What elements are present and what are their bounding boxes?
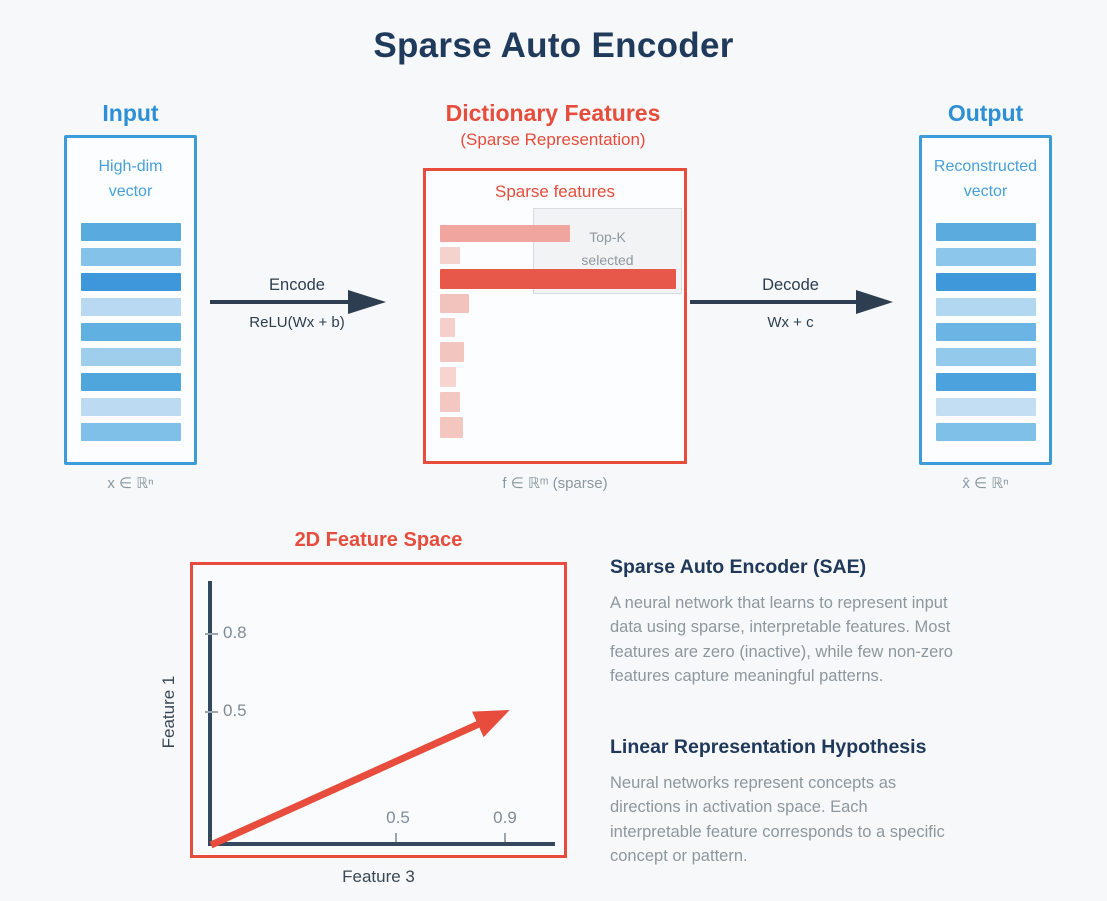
dictionary-header: Dictionary Features: [445, 100, 661, 126]
vector-bar: [936, 323, 1036, 341]
y-tick-label-0.8: 0.8: [223, 623, 247, 642]
feature-activation-bar: [440, 342, 464, 362]
dictionary-formula: f ∈ ℝᵐ (sparse): [502, 475, 608, 492]
vector-bar: [936, 248, 1036, 266]
input-vector-box: High-dim vector: [64, 135, 197, 465]
encode-formula: ReLU(Wx + b): [249, 314, 345, 331]
vector-bar: [81, 298, 181, 316]
feature-space-y-label: Feature 1: [159, 675, 178, 749]
vector-bar: [81, 398, 181, 416]
encode-arrow-icon: [210, 290, 386, 314]
vector-bar: [81, 348, 181, 366]
input-formula: x ∈ ℝⁿ: [107, 475, 154, 492]
input-header: Input: [102, 100, 159, 126]
feature-space-plot: 0.8 0.5 0.5 0.9: [190, 562, 567, 858]
vector-bar: [81, 423, 181, 441]
output-bars: [936, 223, 1036, 441]
sparse-features-title: Sparse features: [494, 182, 615, 201]
feature-space-axes-and-vector: [205, 581, 555, 849]
feature-activation-bar: [440, 269, 676, 289]
feature-space-title: 2D Feature Space: [294, 529, 463, 551]
vector-bar: [81, 323, 181, 341]
decode-arrow-icon: [690, 290, 893, 314]
encode-label: Encode: [269, 276, 325, 294]
lrh-info-body: Neural networks represent concepts as di…: [610, 774, 945, 865]
feature-activation-bar: [440, 392, 460, 412]
lrh-info-heading: Linear Representation Hypothesis: [610, 736, 927, 758]
input-box-label: High-dim vector: [98, 158, 163, 200]
vector-bar: [936, 223, 1036, 241]
topk-selected-label: Top-K selected: [581, 229, 634, 269]
vector-bar: [936, 423, 1036, 441]
dictionary-features-box: Sparse features Top-K selected: [423, 168, 687, 464]
output-box-label: Reconstructed vector: [933, 158, 1038, 200]
vector-bar: [81, 223, 181, 241]
feature-space-x-label: Feature 3: [342, 867, 415, 886]
sae-info-heading: Sparse Auto Encoder (SAE): [610, 556, 867, 578]
feature-activation-bar: [440, 318, 455, 337]
vector-bar: [81, 373, 181, 391]
vector-bar: [81, 248, 181, 266]
vector-bar: [936, 273, 1036, 291]
feature-activation-bar: [440, 417, 463, 438]
vector-bar: [936, 373, 1036, 391]
x-tick-label-0.5: 0.5: [386, 808, 410, 827]
output-vector-box: Reconstructed vector: [919, 135, 1052, 465]
vector-bar: [936, 398, 1036, 416]
feature-activation-bar: [440, 367, 456, 387]
dictionary-bars: [440, 225, 676, 438]
output-formula: x̂ ∈ ℝⁿ: [962, 475, 1009, 492]
output-header: Output: [947, 100, 1024, 126]
dictionary-subheader: (Sparse Representation): [460, 130, 646, 149]
vector-bar: [936, 298, 1036, 316]
vector-bar: [936, 348, 1036, 366]
feature-vector-arrow: [209, 710, 510, 849]
feature-activation-bar: [440, 294, 469, 313]
feature-activation-bar: [440, 225, 570, 242]
vector-bar: [81, 273, 181, 291]
y-tick-label-0.5: 0.5: [223, 701, 247, 720]
decode-label: Decode: [762, 276, 819, 294]
sae-info-body: A neural network that learns to represen…: [610, 594, 953, 685]
page-title: Sparse Auto Encoder: [373, 26, 734, 65]
feature-activation-bar: [440, 247, 460, 264]
input-bars: [81, 223, 181, 441]
x-tick-label-0.9: 0.9: [493, 808, 517, 827]
decode-formula: Wx + c: [767, 314, 814, 331]
